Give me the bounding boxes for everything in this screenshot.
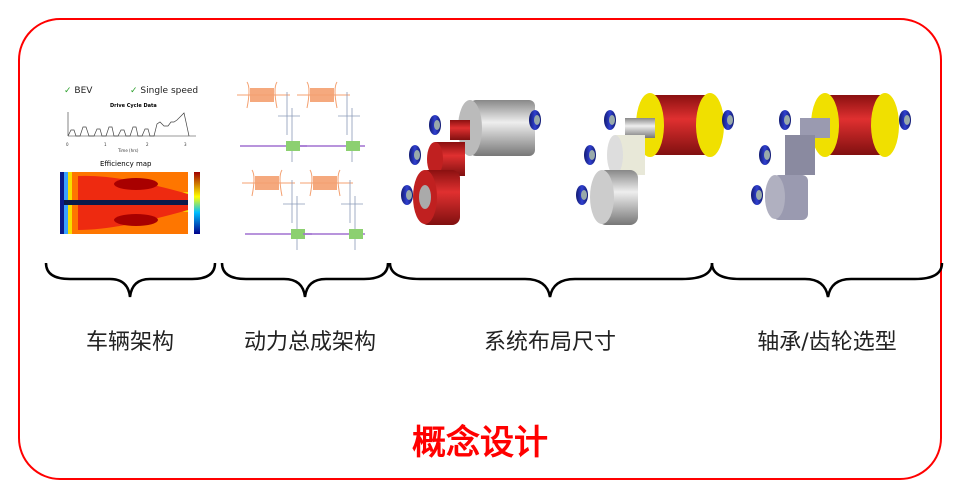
svg-text:2: 2 — [146, 142, 149, 147]
check-icon: ✓ — [130, 86, 138, 96]
efficiency-map-chart — [60, 172, 200, 234]
check-label: BEV — [74, 86, 93, 96]
brace-1 — [44, 262, 217, 298]
check-label: Single speed — [140, 86, 199, 96]
powertrain-schematic — [237, 81, 307, 162]
check-single-speed: ✓ Single speed — [130, 86, 198, 96]
powertrain-architecture-diagram — [237, 81, 365, 250]
gearbox-layout-2 — [576, 93, 734, 225]
svg-text:3: 3 — [184, 142, 187, 147]
drive-cycle-title: Drive Cycle Data — [110, 103, 157, 109]
gearbox-layout-3 — [751, 93, 911, 220]
drive-cycle-chart: 0 1 2 3 Time (hrs) — [66, 112, 196, 153]
stage-label-bearing-gear-selection: 轴承/齿轮选型 — [757, 330, 897, 355]
brace-2 — [220, 262, 390, 298]
stage-braces — [44, 262, 944, 298]
concept-design-frame — [18, 18, 942, 480]
svg-text:1: 1 — [104, 142, 107, 147]
drive-cycle-xlabel: Time (hrs) — [117, 148, 139, 153]
brace-4 — [710, 262, 944, 298]
vehicle-architecture-panel: ✓ BEV ✓ Single speed Drive Cycle Data 0 1… — [48, 84, 208, 244]
stage-label-vehicle-architecture: 车辆架构 — [85, 330, 175, 355]
brace-3 — [388, 262, 714, 298]
svg-text:0: 0 — [66, 142, 69, 147]
stage-label-powertrain-architecture: 动力总成架构 — [243, 330, 377, 355]
gearbox-layouts — [401, 93, 911, 225]
stage-label-system-layout: 系统布局尺寸 — [483, 330, 617, 355]
gearbox-layout-1 — [401, 100, 541, 225]
page-title: 概念设计 — [412, 423, 548, 463]
check-icon: ✓ — [64, 86, 72, 96]
efficiency-map-title: Efficiency map — [100, 160, 152, 168]
check-bev: ✓ BEV — [64, 86, 92, 96]
